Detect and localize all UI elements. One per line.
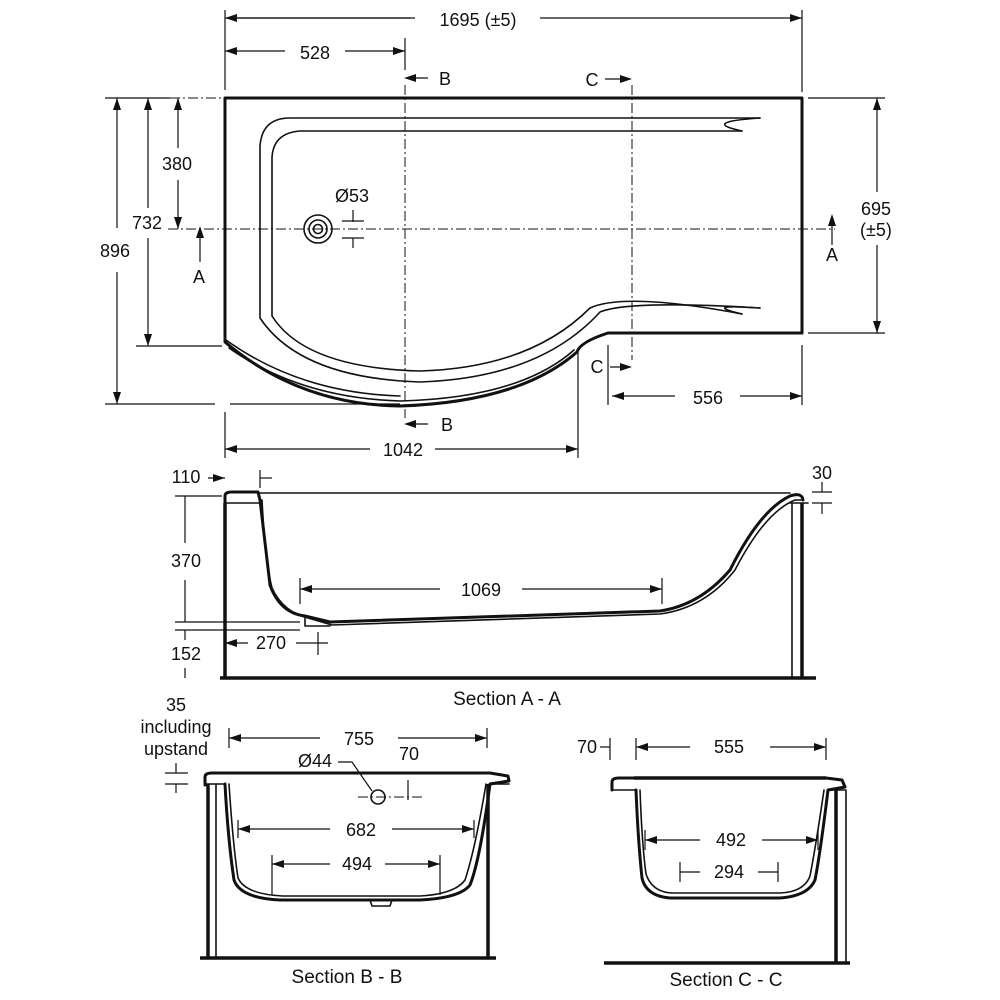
dim-width-total: 896 xyxy=(100,241,130,261)
dim-waste-from-top: 380 xyxy=(162,154,192,174)
dim-c-floor-width: 294 xyxy=(714,862,744,882)
dim-curve-length: 1042 xyxy=(383,440,423,460)
dim-narrow-width-tolerance: (±5) xyxy=(860,220,892,240)
section-marker-b-top: B xyxy=(404,69,451,89)
section-a-title: Section A - A xyxy=(453,689,561,710)
section-marker-a-right: A xyxy=(826,214,838,265)
dim-rim-right: 30 xyxy=(812,463,832,483)
dim-waste-offset: 528 xyxy=(300,43,330,63)
svg-text:A: A xyxy=(826,245,838,265)
section-b: 35 including upstand 755 Ø44 70 682 xyxy=(140,695,511,988)
dim-c-top-width: 555 xyxy=(714,737,744,757)
section-marker-a-left: A xyxy=(193,226,205,287)
waste-diameter-label: Ø53 xyxy=(335,186,369,206)
dim-upstand-line2: upstand xyxy=(144,739,208,759)
dim-rim-left: 110 xyxy=(172,467,201,487)
dim-width-at-waste: 732 xyxy=(132,213,162,233)
dim-overall-length: 1695 (±5) xyxy=(440,10,517,30)
dim-b-mid-width: 682 xyxy=(346,820,376,840)
svg-text:B: B xyxy=(439,69,451,89)
dim-base-gap: 152 xyxy=(171,644,201,664)
bath-inner-outline xyxy=(259,117,761,383)
section-b-profile xyxy=(203,771,511,902)
dim-narrow-width: 695 xyxy=(861,199,891,219)
section-marker-c-top: C xyxy=(586,70,632,90)
dim-narrow-length: 556 xyxy=(693,388,723,408)
dim-floor-length: 1069 xyxy=(461,580,501,600)
waste-diameter-b-label: Ø44 xyxy=(298,751,332,771)
svg-text:A: A xyxy=(193,267,205,287)
bath-outline xyxy=(223,96,804,408)
dim-b-top-width: 755 xyxy=(344,729,374,749)
section-c-title: Section C - C xyxy=(670,970,783,991)
section-marker-c-bottom: C xyxy=(591,357,632,377)
plan-view: 1695 (±5) 528 896 732 380 695 (±5) xyxy=(100,10,892,460)
dim-upstand-line1: including xyxy=(140,717,211,737)
section-marker-b-bottom: B xyxy=(404,415,453,435)
svg-text:C: C xyxy=(586,70,599,90)
section-c-profile xyxy=(610,776,847,900)
dim-waste-from-end: 270 xyxy=(256,633,286,653)
section-b-title: Section B - B xyxy=(292,967,403,988)
dim-depth-upper: 370 xyxy=(171,551,201,571)
svg-text:B: B xyxy=(441,415,453,435)
section-a-profile xyxy=(223,490,805,624)
dim-b-floor-width: 494 xyxy=(342,854,372,874)
section-a: 110 30 370 152 1069 270 Section A - A xyxy=(171,463,832,710)
svg-text:C: C xyxy=(591,357,604,377)
dim-upstand-value: 35 xyxy=(166,695,186,715)
section-c: 70 555 492 294 Section C - C xyxy=(577,737,850,991)
dim-b-waste-offset: 70 xyxy=(399,744,419,764)
dim-c-mid-width: 492 xyxy=(716,830,746,850)
dim-c-rim: 70 xyxy=(577,737,597,757)
